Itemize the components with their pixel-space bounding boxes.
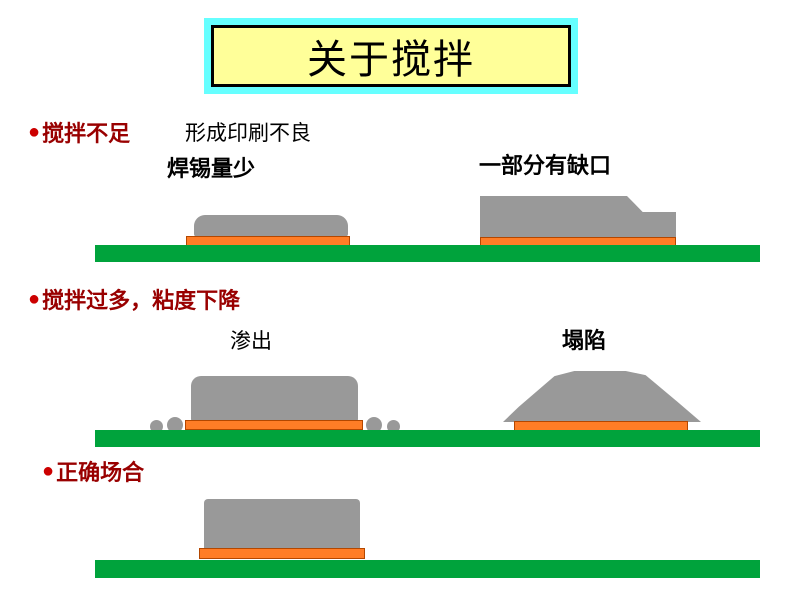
section-correct-heading-text: 正确场合 bbox=[56, 460, 145, 485]
seepage-dot bbox=[167, 417, 183, 433]
section-excessive-heading: ● 搅拌过多，粘度下降 bbox=[28, 283, 240, 315]
seepage-dot bbox=[366, 417, 382, 433]
solder-pad bbox=[185, 420, 363, 430]
section-correct-heading: ● 正确场合 bbox=[42, 455, 144, 487]
pcb-board-1 bbox=[95, 245, 760, 262]
bullet-icon: ● bbox=[42, 460, 55, 482]
section-excessive-heading-text: 搅拌过多，粘度下降 bbox=[42, 288, 241, 313]
label-seepage: 渗出 bbox=[230, 330, 272, 353]
bullet-icon: ● bbox=[28, 288, 41, 310]
section-insufficient-heading: ● 搅拌不足 bbox=[28, 116, 130, 148]
label-partial-notch: 一部分有缺口 bbox=[479, 153, 612, 178]
label-less-solder: 焊锡量少 bbox=[167, 156, 256, 181]
section-insufficient-heading-text: 搅拌不足 bbox=[42, 121, 131, 146]
bullet-icon: ● bbox=[28, 121, 41, 143]
solder-paste-correct-deposit bbox=[204, 499, 360, 548]
pcb-board-3 bbox=[95, 560, 760, 578]
label-slump: 塌陷 bbox=[562, 328, 607, 353]
solder-paste-notched-deposit bbox=[480, 196, 676, 237]
title-box: 关于搅拌 bbox=[204, 18, 578, 94]
solder-pad bbox=[199, 548, 365, 559]
solder-paste-thin-deposit bbox=[194, 215, 348, 237]
seepage-dot bbox=[387, 420, 400, 433]
slide-title: 关于搅拌 bbox=[211, 25, 571, 87]
seepage-dot bbox=[150, 420, 163, 433]
solder-paste-seeping-deposit bbox=[191, 376, 358, 421]
solder-paste-slumped-deposit bbox=[503, 371, 701, 422]
pcb-board-2 bbox=[95, 430, 760, 447]
section-insufficient-note: 形成印刷不良 bbox=[185, 121, 311, 145]
